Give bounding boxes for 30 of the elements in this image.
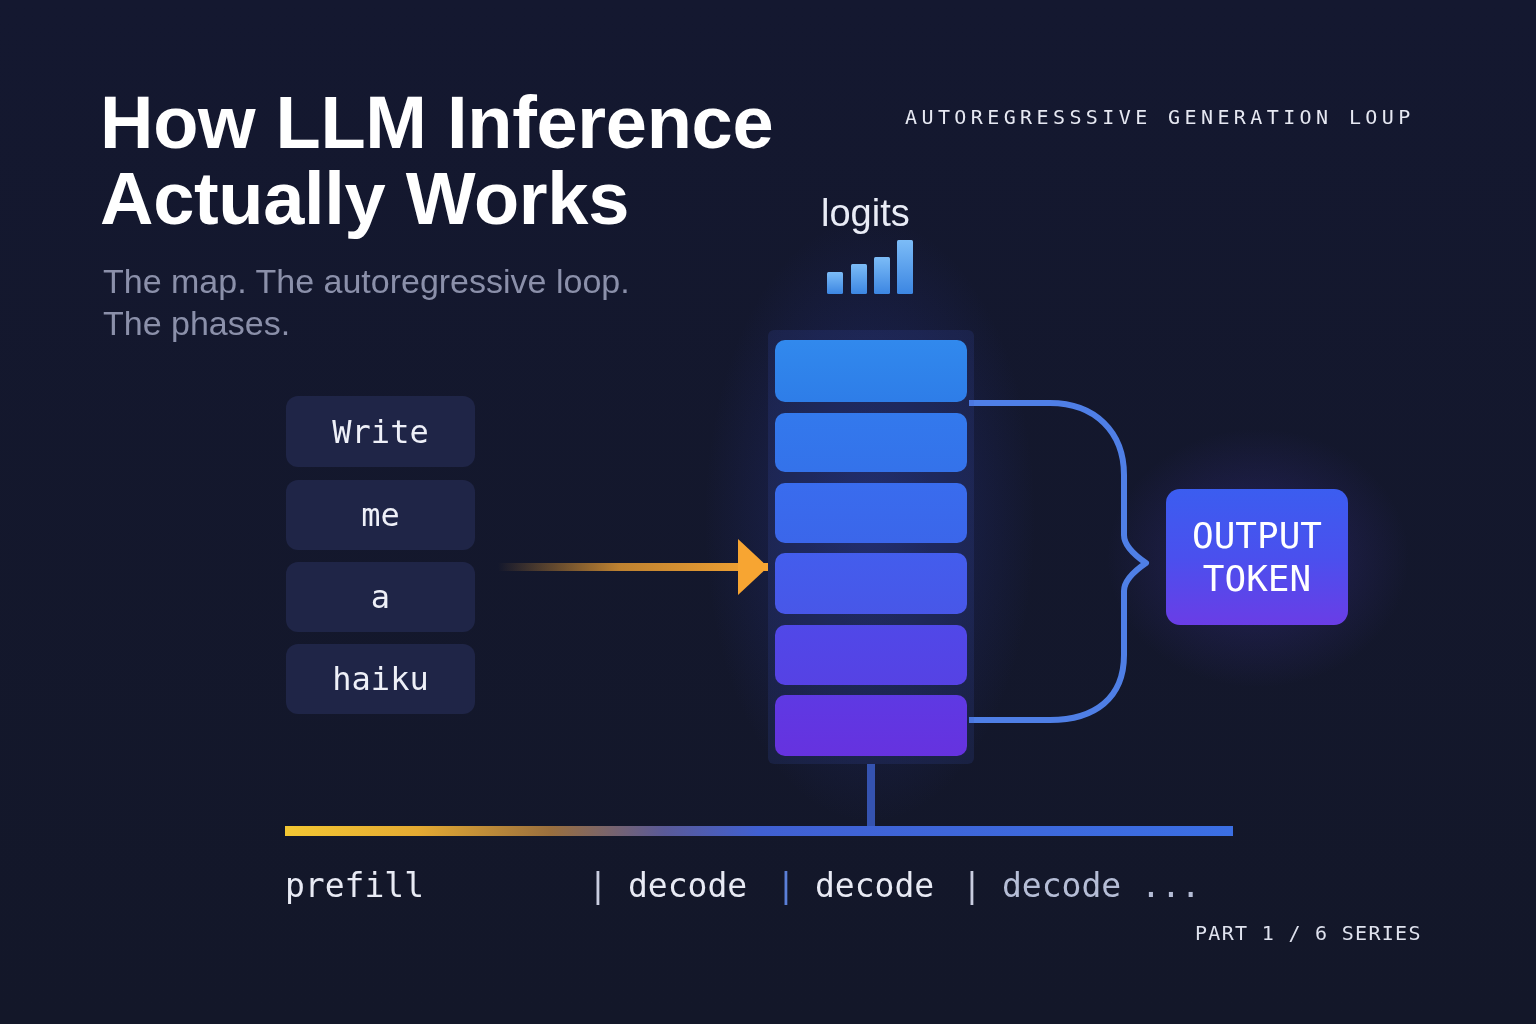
subtitle: The map. The autoregressive loop. The phases.: [103, 261, 631, 344]
connector-line: [867, 764, 875, 826]
layer-block: [775, 553, 967, 614]
phase-label: decode ...: [1002, 866, 1201, 906]
token-text: a: [370, 577, 391, 617]
phase-label: decode: [815, 866, 935, 906]
layer-block: [775, 695, 967, 756]
phase-separator: |: [776, 866, 796, 906]
phase-separator: |: [962, 866, 982, 906]
token-text: haiku: [332, 659, 429, 699]
layer-block: [775, 413, 967, 472]
phase-separator: |: [588, 866, 608, 906]
phase-label: prefill: [285, 866, 425, 906]
token-box: [286, 480, 475, 550]
token-text: OUTPUT TOKEN: [1190, 514, 1323, 600]
token-box: [286, 396, 475, 467]
token-text: Write: [332, 411, 429, 452]
output-token-box: [1166, 489, 1348, 625]
token-box: [286, 644, 475, 714]
logits-label: logits: [821, 191, 910, 235]
layer-block: [775, 625, 967, 685]
token-text: me: [361, 495, 400, 535]
layer-block: [775, 340, 967, 402]
token-box: [286, 562, 475, 632]
phase-label: decode: [628, 866, 748, 906]
series-label: PART 1 / 6 SERIES: [1195, 921, 1422, 945]
section-heading: AUTOREGRESSSIVE GENERATION LOUP: [905, 105, 1415, 129]
layer-stack: [768, 330, 974, 764]
timeline-bar: [285, 826, 1233, 836]
layer-block: [775, 483, 967, 543]
